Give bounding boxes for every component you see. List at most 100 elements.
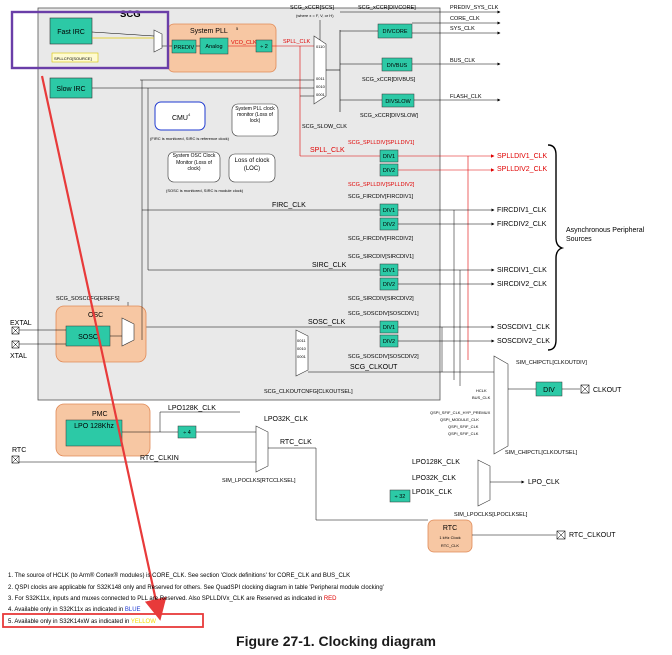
sim-chipctl-clkoutsel-label: SIM_CHIPCTL[CLKOUTSEL] bbox=[505, 450, 578, 456]
soscdiv2-clk-label: SOSCDIV2_CLK bbox=[497, 338, 550, 345]
bus-clk-small: BUS_CLK bbox=[472, 395, 491, 400]
firc-div2-label: DIV2 bbox=[383, 222, 395, 228]
footnote-2: 2. QSPI clocks are applicable for S32K14… bbox=[8, 585, 384, 591]
lpo32k-clk-label: LPO32K_CLK bbox=[264, 416, 308, 423]
vco-clk-label: VCO_CLK bbox=[231, 40, 257, 46]
osc-monitor-block bbox=[167, 151, 221, 183]
figure-caption: Figure 27-1. Clocking diagram bbox=[236, 633, 436, 649]
spllcfg-box bbox=[51, 52, 99, 63]
lpo-label: LPO 128Khz bbox=[74, 423, 114, 430]
spll-clk2-label: SPLL_CLK bbox=[310, 147, 345, 154]
xtal-label: XTAL bbox=[10, 353, 27, 360]
system-pll-sup: 5 bbox=[236, 26, 239, 31]
footnote-4: 4. Available only in S32K11x as indicate… bbox=[8, 607, 141, 613]
slow-irc-label: Slow IRC bbox=[56, 86, 85, 93]
scs-mux-0110: 0110 bbox=[316, 44, 325, 49]
footnote-4-blue: BLUE bbox=[125, 607, 141, 613]
divbus-box bbox=[381, 57, 413, 72]
sosc-div1-label: DIV1 bbox=[383, 325, 395, 331]
async-sources-label: Asynchronous Peripheral Sources bbox=[566, 227, 645, 243]
div2-label: ÷ 2 bbox=[260, 44, 268, 50]
sim-lpoclks-lpoclksel-label: SIM_LPOCLKS[LPOCLKSEL] bbox=[454, 512, 528, 518]
splldiv1-clk-label: SPLLDIV1_CLK bbox=[497, 153, 548, 160]
fast-irc-label: Fast IRC bbox=[57, 29, 85, 36]
sim-lpoclks-rtcclksel-label: SIM_LPOCLKS[RTCCLKSEL] bbox=[222, 478, 296, 484]
scg-fircdiv1-label: SCG_FIRCDIV[FIRCDIV1] bbox=[348, 194, 414, 200]
firc-note: (FIRC is monitored, SIRC is reference cl… bbox=[150, 136, 230, 141]
pll-input-mux bbox=[153, 29, 163, 53]
scg-sircdiv1-label: SCG_SIRCDIV[SIRCDIV1] bbox=[348, 254, 414, 260]
sys-clk-label: SYS_CLK bbox=[450, 26, 475, 32]
spll-div2-label: DIV2 bbox=[383, 168, 395, 174]
divslow-box bbox=[381, 93, 415, 108]
lpo128k-clk-label: LPO128K_CLK bbox=[168, 405, 216, 412]
rtc-clkout-label: RTC_CLKOUT bbox=[569, 532, 616, 539]
footnote-4-text: 4. Available only in S32K11x as indicate… bbox=[8, 607, 125, 613]
scg-xccr-divcore-label: SCG_xCCR[DIVCORE] bbox=[358, 5, 416, 11]
sim-chipctl-clkoutdiv-label: SIM_CHIPCTL[CLKOUTDIV] bbox=[516, 360, 587, 366]
footnote-1: 1. The source of HCLK (to Arm® Cortex® m… bbox=[8, 572, 350, 579]
scg-slow-clk-label: SCG_SLOW_CLK bbox=[302, 124, 347, 130]
extal-label: EXTAL bbox=[10, 320, 32, 327]
bus-clk-label: BUS_CLK bbox=[450, 58, 475, 64]
footnote-5-text: 5. Available only in S32K14xW as indicat… bbox=[8, 619, 131, 625]
lpo1k-clk-label: LPO1K_CLK bbox=[412, 489, 452, 496]
clkout-mux bbox=[295, 329, 309, 377]
rtc-block bbox=[427, 519, 473, 553]
sosc-label: SOSC bbox=[78, 334, 98, 341]
fircdiv2-clk-label: FIRCDIV2_CLK bbox=[497, 221, 547, 228]
sircdiv2-clk-label: SIRCDIV2_CLK bbox=[497, 281, 547, 288]
cmu-sup: 4 bbox=[188, 112, 191, 117]
pmc-label: PMC bbox=[92, 411, 108, 418]
scg-sircdiv2-label: SCG_SIRCDIV[SIRCDIV2] bbox=[348, 296, 414, 302]
scg-clkoutcnfg-label: SCG_CLKOUTCNFG[CLKOUTSEL] bbox=[264, 389, 353, 395]
scg-xccr-scs-label: SCG_xCCR[SCS] bbox=[290, 5, 334, 11]
osc-mux bbox=[121, 317, 135, 347]
fircdiv1-clk-label: FIRCDIV1_CLK bbox=[497, 207, 547, 214]
sirc-div2-label: DIV2 bbox=[383, 282, 395, 288]
qspi-label-3: QSPI_SFIF_CLK bbox=[448, 424, 479, 429]
sircdiv1-clk-label: SIRCDIV1_CLK bbox=[497, 267, 547, 274]
analog-label: Analog bbox=[205, 44, 222, 50]
hclk-small: HCLK bbox=[476, 388, 487, 393]
flash-clk-label: FLASH_CLK bbox=[450, 94, 482, 100]
sosc-div2-label: DIV2 bbox=[383, 339, 395, 345]
scg-soscdiv1-label: SCG_SOSCDIV[SOSCDIV1] bbox=[348, 311, 419, 317]
scg-xccr-divbus-label: SCG_xCCR[DIVBUS] bbox=[362, 77, 416, 83]
qspi-label-4: QSPI_SFIF_CLK bbox=[448, 431, 479, 436]
rtc-label: RTC bbox=[443, 525, 457, 532]
core-clk-label: CORE_CLK bbox=[450, 16, 480, 22]
scg-fircdiv2-label: SCG_FIRCDIV[FIRCDIV2] bbox=[348, 236, 414, 242]
pll-monitor-block bbox=[231, 103, 279, 137]
soscdiv1-clk-label: SOSCDIV1_CLK bbox=[497, 324, 550, 331]
divslow-label: DIVSLOW bbox=[385, 99, 411, 105]
firc-div1-label: DIV1 bbox=[383, 208, 395, 214]
highlight-box-red bbox=[2, 613, 204, 628]
highlight-box-purple bbox=[10, 10, 170, 70]
divbus-label: DIVBUS bbox=[387, 63, 408, 69]
rtc-clk-sig-label: RTC_CLK bbox=[280, 439, 312, 446]
prediv-box bbox=[171, 39, 197, 54]
spllcfg-label: SPLLCFG[SOURCE] bbox=[54, 56, 92, 61]
spll-div1-label: DIV1 bbox=[383, 154, 395, 160]
footnote-3: 3. For S32K11x, inputs and muxes connect… bbox=[8, 596, 337, 602]
prediv-sys-clk-label: PREDIV_SYS_CLK bbox=[450, 5, 499, 11]
rtc-pin-label: RTC bbox=[12, 447, 26, 454]
rtc-1khz-label: 1 kHz Clock bbox=[439, 535, 460, 540]
clkout-mux-0011: 0011 bbox=[297, 338, 306, 343]
qspi-label-1: QSPI_SFIF_CLK_HYP_PREMUX bbox=[430, 410, 491, 415]
lpo-clk-mux bbox=[477, 459, 491, 507]
scs-mux-0010: 0010 bbox=[316, 84, 326, 89]
scg-xccr-divslow-label: SCG_xCCR[DIVSLOW] bbox=[360, 113, 419, 119]
lpo128k-clk2-label: LPO128K_CLK bbox=[412, 459, 460, 466]
divcore-label: DIVCORE bbox=[382, 29, 407, 35]
system-pll-label: System PLL bbox=[190, 28, 228, 35]
footnote-3-red: RED bbox=[324, 596, 337, 602]
scs-mux-0001: 0001 bbox=[316, 92, 326, 97]
rtc-clk-mux bbox=[255, 425, 269, 473]
clkout-div-label: DIV bbox=[543, 387, 555, 394]
scg-title: SCG bbox=[120, 9, 141, 20]
qspi-label-2: QSPI_MODULE_CLK bbox=[440, 417, 479, 422]
sim-clkout-mux bbox=[493, 355, 509, 455]
